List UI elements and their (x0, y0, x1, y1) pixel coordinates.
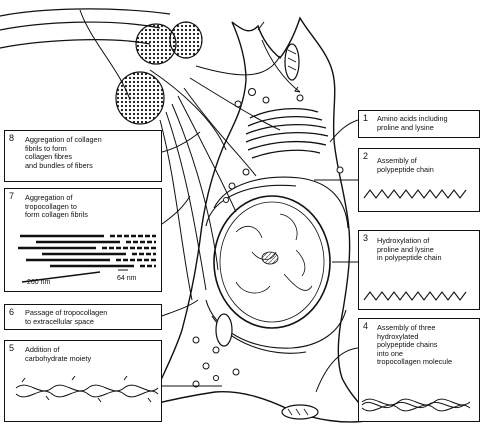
collagen-fibre-bundle (0, 9, 202, 124)
scale-period-label: 64 nm (117, 275, 136, 284)
step-6-text: Passage of tropocollagen to extracellula… (25, 309, 107, 326)
step-7-text: Aggregation of tropocollagen to form col… (25, 194, 88, 220)
step-2-text: Assembly of polypeptide chain (377, 157, 434, 174)
step-4-text: Assembly of three hydroxylated polypepti… (377, 324, 452, 367)
golgi-apparatus (246, 109, 328, 158)
step-5-box: 5 Addition of carbohydrate moiety (4, 340, 162, 422)
mitochondrion-left (216, 314, 232, 346)
step-6-box: 6 Passage of tropocollagen to extracellu… (4, 304, 162, 330)
step-3-text: Hydroxylation of proline and lysine in p… (377, 237, 442, 263)
step-6-number: 6 (9, 308, 14, 317)
mitochondrion-bottom (282, 405, 318, 419)
step-8-box: 8 Aggregation of collagen fibrils to for… (4, 130, 162, 182)
step-8-number: 8 (9, 134, 14, 143)
step-5-text: Addition of carbohydrate moiety (25, 346, 91, 363)
scale-length-label: 260 nm (27, 279, 50, 288)
step-3-number: 3 (363, 234, 368, 243)
step-7-box: 7 Aggregation of tropocollagen to form c… (4, 188, 162, 292)
step-2-number: 2 (363, 152, 368, 161)
step-4-number: 4 (363, 322, 368, 331)
step-5-number: 5 (9, 344, 14, 353)
nucleolus (262, 252, 278, 264)
step-3-box: 3 Hydroxylation of proline and lysine in… (358, 230, 480, 310)
step-2-box: 2 Assembly of polypeptide chain (358, 148, 480, 212)
step-1-text: Amino acids including proline and lysine (377, 115, 448, 132)
mitochondrion-top (285, 44, 299, 80)
step-4-box: 4 Assembly of three hydroxylated polypep… (358, 318, 480, 422)
step-7-number: 7 (9, 192, 14, 201)
step-1-number: 1 (363, 114, 368, 123)
step-1-box: 1 Amino acids including proline and lysi… (358, 110, 480, 138)
step-8-text: Aggregation of collagen fibrils to form … (25, 136, 102, 170)
